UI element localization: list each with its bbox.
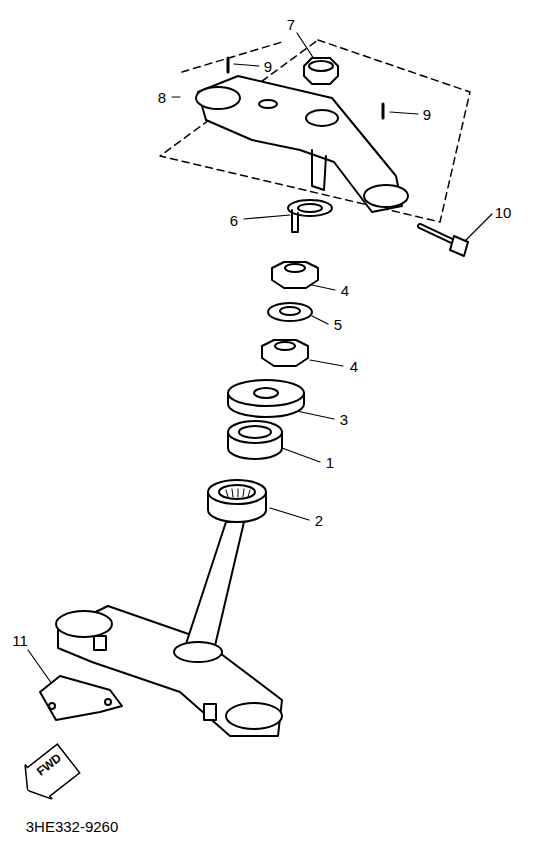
upper-bracket — [196, 76, 408, 212]
washer — [268, 303, 312, 321]
steering-stem — [94, 636, 106, 650]
washer — [268, 303, 312, 321]
callout-number: 10 — [495, 205, 512, 220]
bearing-cover — [228, 380, 304, 417]
leader-lines — [282, 448, 320, 462]
arrow-outline — [14, 741, 82, 808]
ring-nut — [285, 264, 305, 272]
callout-number: 1 — [326, 455, 334, 470]
callout-number: 6 — [230, 213, 238, 228]
pin — [228, 58, 383, 118]
lower-bearing — [248, 490, 250, 497]
lower-bearing — [208, 480, 266, 522]
lower-bearing — [208, 480, 266, 504]
cable-bracket — [40, 676, 122, 720]
crown-nut — [304, 58, 338, 84]
crown-nut — [304, 58, 338, 84]
callout-number: 11 — [12, 633, 28, 648]
leader-lines — [270, 508, 309, 520]
lock-washer — [288, 200, 332, 232]
ring-nut — [262, 340, 308, 366]
callout-number: 9 — [264, 59, 272, 74]
leader-lines — [28, 650, 52, 684]
cable-bracket — [40, 676, 122, 720]
bolt — [420, 226, 454, 242]
upper-bracket — [312, 150, 326, 190]
ring-nut — [275, 342, 295, 350]
callout-number: 4 — [341, 283, 349, 298]
leader-lines — [244, 215, 290, 219]
steering-stem — [204, 704, 216, 720]
lock-washer — [288, 200, 332, 216]
callout-number: 4 — [350, 359, 358, 374]
upper-bearing — [228, 421, 282, 459]
ring-nut — [262, 262, 318, 366]
bearing-cover — [254, 388, 278, 398]
callout-number: 8 — [158, 90, 166, 105]
leader-lines — [312, 285, 335, 290]
crown-nut — [309, 61, 333, 71]
cable-bracket — [49, 703, 55, 709]
callout-number: 9 — [423, 107, 431, 122]
leader-lines — [28, 33, 492, 684]
ring-nut — [272, 262, 318, 288]
bearing-cover — [228, 380, 304, 406]
upper-bracket — [364, 185, 408, 207]
leader-lines — [234, 64, 259, 66]
leader-lines — [390, 112, 418, 114]
leader-lines — [310, 360, 343, 366]
lower-bearing — [226, 489, 250, 497]
upper-bracket — [259, 100, 277, 108]
lower-bearing — [232, 489, 233, 497]
lower-bearing — [219, 485, 255, 499]
leader-lines — [172, 96, 180, 97]
steering-stem — [56, 611, 112, 637]
upper-bracket — [306, 110, 338, 126]
bolt — [450, 236, 468, 256]
drawing-number: 3HE332-9260 — [26, 819, 119, 834]
direction-arrow: FWD — [14, 740, 83, 807]
lower-bearing — [243, 489, 244, 497]
callout-number: 7 — [287, 17, 295, 32]
group-outline — [160, 40, 470, 222]
bolt — [420, 226, 454, 242]
arrow-outline — [14, 740, 83, 807]
pin — [382, 104, 385, 118]
lock-washer — [298, 204, 322, 212]
leader-lines — [466, 214, 492, 240]
lock-washer — [292, 210, 298, 232]
pin — [227, 58, 230, 72]
washer — [280, 307, 300, 315]
cable-bracket — [105, 699, 111, 705]
upper-bearing — [239, 426, 271, 438]
callout-number: 5 — [334, 317, 342, 332]
callout-number: 2 — [315, 513, 323, 528]
steering-stem — [184, 522, 244, 650]
callout-number: 3 — [340, 412, 348, 427]
lower-bearing — [226, 490, 228, 497]
steering-stem — [174, 642, 222, 662]
steering-stem — [226, 703, 282, 729]
upper-bearing — [228, 421, 282, 443]
leader-lines — [312, 316, 328, 324]
lower-bearing — [238, 489, 239, 497]
upper-bracket — [196, 87, 240, 109]
bolt — [420, 226, 468, 256]
